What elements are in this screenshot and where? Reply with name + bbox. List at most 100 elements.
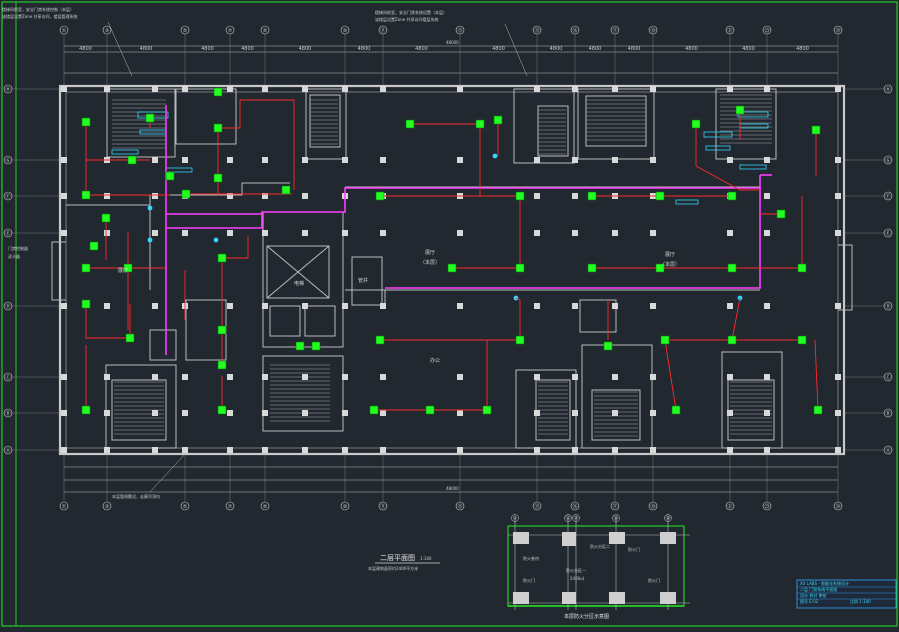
axis-label: ⑩ (343, 28, 348, 34)
axis-label: ⑪ (380, 27, 385, 34)
column (612, 230, 618, 236)
axis-bubble: ⑮ (532, 25, 542, 86)
axis-bubble: ⑤ (180, 454, 190, 511)
key-plan-label-6: 防火门 (648, 577, 660, 583)
column (302, 374, 308, 380)
column (650, 447, 656, 453)
key-axis-label: ⑲ (665, 515, 670, 522)
column (262, 447, 268, 453)
column (380, 374, 386, 380)
access-controller-device (655, 263, 665, 273)
total-dimension-top: 48000 (446, 40, 459, 45)
note-top-mid-1: 楼梯间前室，安全门禁系统设置（本层） (375, 9, 447, 15)
wire-run (515, 297, 521, 340)
axis-bubble: ③ (102, 25, 112, 86)
dimension-text: 4800 (742, 46, 755, 52)
wire-run (85, 304, 131, 339)
access-controller-device (447, 263, 457, 273)
wire-run (374, 340, 488, 411)
column (764, 447, 770, 453)
column (152, 447, 158, 453)
axis-bubble: ⑰ (610, 25, 620, 86)
column (534, 193, 540, 199)
column (727, 157, 733, 163)
column (650, 157, 656, 163)
column (61, 86, 67, 92)
column (152, 193, 158, 199)
axis-label: ⑰ (612, 27, 617, 34)
column (572, 410, 578, 416)
column (534, 374, 540, 380)
column (227, 230, 233, 236)
column (572, 157, 578, 163)
column (342, 447, 348, 453)
column (61, 410, 67, 416)
column (835, 410, 841, 416)
column (152, 86, 158, 92)
axis-bubble: ⑬ (455, 454, 465, 511)
axis-label: ③ (105, 28, 109, 34)
column (342, 230, 348, 236)
axis-bubble: Ⓗ (844, 84, 893, 94)
axis-bubble: ⑰ (610, 454, 620, 511)
axis-bubble: ③ (102, 454, 112, 511)
dimension-text: 4800 (796, 46, 809, 52)
column (380, 86, 386, 92)
column (612, 374, 618, 380)
axis-label: Ⓖ (885, 157, 890, 164)
column (152, 374, 158, 380)
access-controller-device (515, 335, 525, 345)
axis-bubble: ㉔ (833, 454, 843, 511)
axis-bubble: ㉓ (762, 454, 772, 511)
axis-bubble: Ⓐ (3, 445, 60, 455)
access-controller-device (587, 263, 597, 273)
axis-label: ㉔ (835, 503, 840, 510)
column (835, 193, 841, 199)
column (342, 86, 348, 92)
column (262, 303, 268, 309)
wire-run (664, 339, 677, 411)
column (152, 410, 158, 416)
axis-label: ㉓ (764, 27, 769, 34)
column (61, 157, 67, 163)
key-plan-label-3: 防火分区二 (590, 543, 610, 549)
column (572, 447, 578, 453)
column (302, 410, 308, 416)
column (764, 157, 770, 163)
access-controller-device (655, 191, 665, 201)
column (61, 193, 67, 199)
axis-label: ⑦ (228, 504, 233, 510)
room-label-hall-center-area: （本层） (420, 259, 440, 266)
column (227, 86, 233, 92)
column (727, 447, 733, 453)
axis-bubble: Ⓐ (844, 445, 893, 455)
leader-top-mid (504, 23, 528, 77)
axis-label: Ⓓ (885, 303, 890, 310)
axis-bubble: ⑬ (455, 25, 465, 86)
access-controller-device (735, 105, 745, 115)
drawing-subtitle: 本层建筑面积约2400平方米 (368, 565, 418, 571)
dimension-text: 4800 (201, 46, 214, 52)
access-controller-device (727, 191, 737, 201)
column (61, 230, 67, 236)
access-controller-device (213, 173, 223, 183)
title-block-line-3: 设计 校对 审核 (800, 592, 827, 598)
dimension-text: 4800 (241, 46, 254, 52)
column (612, 157, 618, 163)
axis-bubble: ⑩ (340, 454, 350, 511)
column (835, 374, 841, 380)
column (457, 157, 463, 163)
building-inner-wall (65, 91, 839, 449)
room-label-office: 办公 (430, 357, 440, 364)
column (104, 193, 110, 199)
column (764, 86, 770, 92)
key-plan-label-1: 防火分区一 (566, 567, 586, 573)
column (727, 86, 733, 92)
access-controller-device (127, 155, 137, 165)
column (727, 230, 733, 236)
wire-run (814, 339, 819, 411)
legend-device-label: 门禁控制器 (8, 245, 28, 251)
